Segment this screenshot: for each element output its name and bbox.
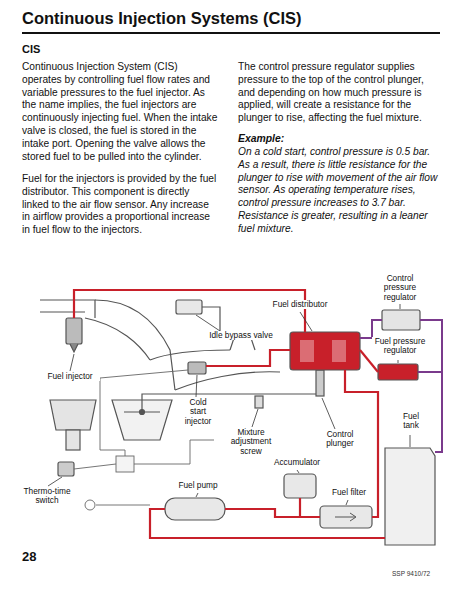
air-flow-sensor [112, 394, 318, 440]
fuel-distributor-part [290, 332, 360, 370]
accumulator-part [284, 474, 316, 498]
fuel-tank-part [385, 448, 435, 545]
return-lines [360, 320, 442, 452]
thermo-switch-part [58, 462, 74, 476]
fuel-pump-part [165, 498, 225, 520]
ignition-distributor [50, 400, 96, 450]
part-label: Control plunger [316, 430, 364, 449]
part-label: Fuel pump [170, 481, 226, 490]
header-rule [22, 32, 440, 34]
section-heading: CIS [22, 43, 40, 55]
part-label: Thermo-time switch [20, 487, 74, 506]
fuel-filter-part [320, 506, 372, 528]
body-paragraph: Fuel for the injectors is provided by th… [22, 173, 218, 237]
fuel-lines [74, 290, 385, 538]
fpr-part [378, 364, 418, 380]
part-label: Control pressure regulator [374, 274, 426, 302]
page-title: Continuous Injection Systems (CIS) [22, 9, 302, 28]
part-label: Fuel filter [324, 488, 374, 497]
part-label: Fuel distributor [266, 300, 334, 309]
part-label: Mixture adjustment screw [222, 428, 280, 456]
part-label: Fuel pressure regulator [372, 337, 428, 356]
page-number: 28 [22, 549, 36, 564]
body-paragraph: Continuous Injection System (CIS) operat… [22, 61, 218, 163]
intake-manifold [40, 300, 280, 390]
part-label: Accumulator [262, 458, 332, 467]
part-label: Idle bypass valve [202, 331, 280, 340]
example-text: On a cold start, control pressure is 0.5… [238, 146, 443, 236]
part-label: Fuel injector [40, 372, 100, 381]
leader-lines [48, 304, 410, 505]
injector-part [66, 318, 82, 352]
control-plunger [316, 370, 324, 396]
part-label: Cold start injector [180, 398, 216, 426]
part-label: Fuel tank [394, 412, 428, 431]
mixture-screw [255, 396, 263, 408]
cold-start-part [188, 362, 206, 374]
figure-code: SSP 9410/72 [392, 570, 430, 577]
example-heading: Example: [238, 133, 443, 144]
body-paragraph: The control pressure regulator supplies … [238, 61, 443, 125]
cpr-part [382, 310, 420, 330]
